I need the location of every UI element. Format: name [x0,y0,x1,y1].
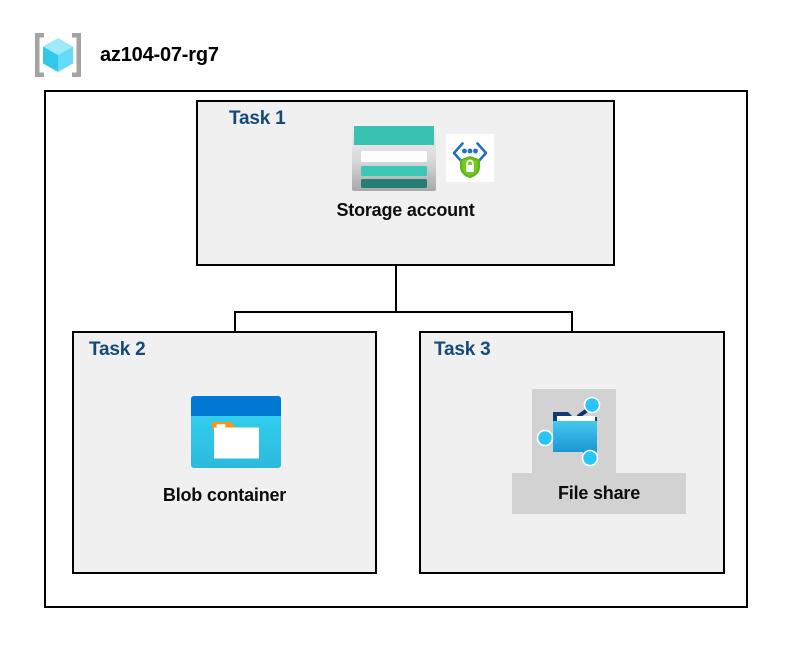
blob-container-icon [191,396,281,468]
resource-group-name: az104-07-rg7 [100,43,219,66]
storage-account-icon [352,124,436,191]
storage-account-caption: Storage account [336,200,475,220]
connector-horizontal-bus [234,311,573,313]
task-2-label: Task 2 [89,339,146,360]
azure-resource-group-icon [30,27,86,83]
blob-container-caption: Blob container [162,485,287,505]
resource-group-header: az104-07-rg7 [30,27,219,83]
file-share-icon [535,390,615,472]
secure-endpoint-icon [446,134,494,182]
file-share-caption: File share [512,473,686,514]
task-1-label: Task 1 [229,108,286,129]
task-3-label: Task 3 [434,339,491,360]
connector-storage-stem [395,230,397,313]
